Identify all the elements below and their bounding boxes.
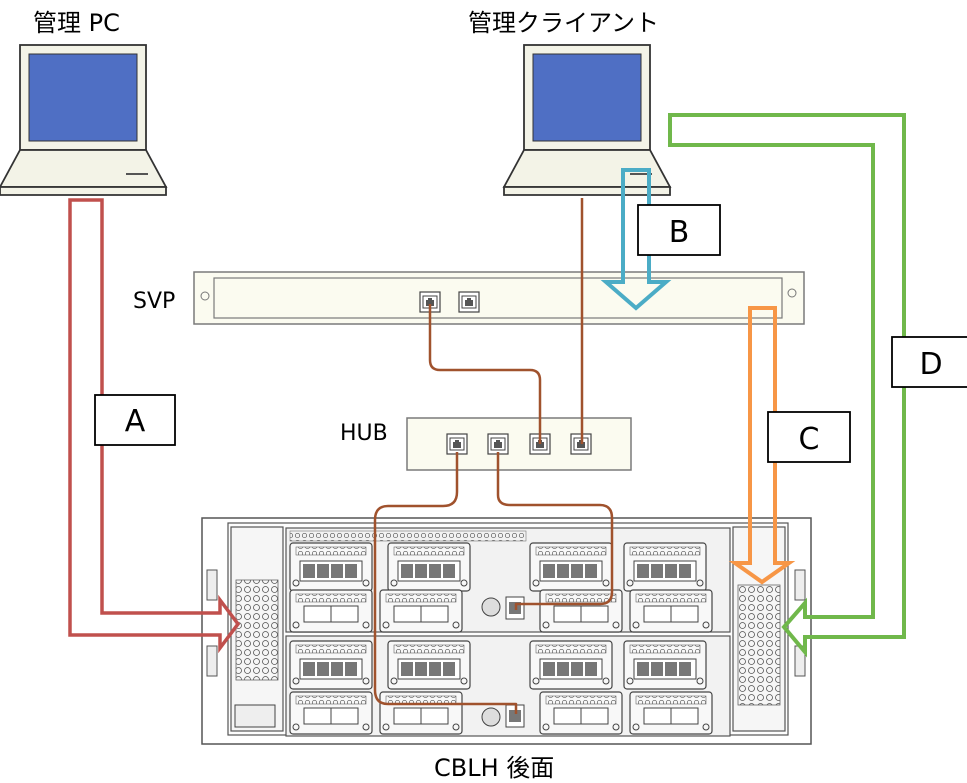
admin-client-laptop-icon	[503, 44, 671, 196]
route-c-label: C	[799, 422, 820, 457]
admin-client-label: 管理クライアント	[468, 9, 659, 37]
svp-unit	[193, 271, 805, 325]
route-c-arrow	[728, 306, 796, 585]
hub-unit	[406, 417, 632, 471]
route-d-label: D	[919, 347, 942, 382]
admin-pc-label: 管理 PC	[33, 9, 120, 37]
hub-label: HUB	[340, 421, 388, 446]
route-b-label: B	[669, 215, 690, 250]
cable-hub-to-controller-1	[373, 452, 518, 714]
cblh-chassis	[201, 517, 812, 745]
lan-cables	[373, 198, 614, 714]
cable-svp-to-hub	[428, 304, 542, 444]
hub-port-1	[446, 433, 468, 455]
route-d-arrow	[668, 113, 906, 658]
route-a-label: A	[125, 404, 146, 439]
route-b-arrow	[600, 168, 672, 311]
admin-pc-laptop-icon	[0, 44, 167, 196]
svp-label: SVP	[133, 289, 175, 314]
route-c-label-box: C	[767, 411, 851, 463]
hub-port-2	[487, 433, 509, 455]
svp-lan-port-2	[458, 291, 480, 313]
cable-hub-to-controller-2	[496, 452, 614, 610]
route-d-label-box: D	[891, 336, 967, 388]
route-b-label-box: B	[637, 204, 721, 256]
route-a-label-box: A	[94, 394, 176, 446]
chassis-label: CBLH 後面	[434, 754, 554, 782]
